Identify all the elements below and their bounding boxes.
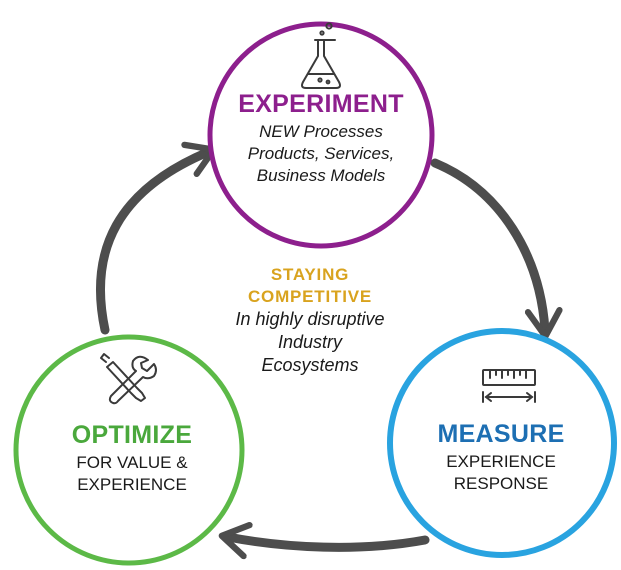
experiment-text-block: EXPERIMENT NEW Processes Products, Servi… (206, 90, 436, 187)
arrow-experiment-to-measure (430, 158, 563, 340)
optimize-line: FOR VALUE & (76, 453, 188, 472)
center-title-line: COMPETITIVE (247, 287, 373, 306)
experiment-circle (207, 21, 435, 249)
ruler-icon (482, 369, 536, 403)
measure-line: EXPERIENCE (446, 452, 556, 471)
experiment-title: EXPERIMENT (238, 90, 404, 118)
measure-line: RESPONSE (453, 474, 549, 493)
experiment-line: NEW Processes (259, 122, 383, 141)
center-title-line: STAYING (270, 265, 350, 284)
arrow-optimize-to-experiment (95, 141, 217, 335)
center-line: In highly disruptive (235, 309, 385, 329)
measure-circle (387, 328, 617, 558)
arrow-measure-to-optimize (218, 521, 430, 560)
optimize-circle (13, 334, 245, 566)
measure-text-block: MEASURE EXPERIENCE RESPONSE (392, 420, 610, 495)
center-text-block: STAYING COMPETITIVE In highly disruptive… (180, 264, 440, 377)
optimize-text-block: OPTIMIZE FOR VALUE & EXPERIENCE (28, 421, 236, 496)
measure-title: MEASURE (437, 420, 565, 448)
optimize-line: EXPERIENCE (77, 475, 187, 494)
center-line: Industry (277, 332, 343, 352)
experiment-line: Products, Services, (247, 144, 395, 163)
tools-icon (100, 353, 157, 405)
center-line: Ecosystems (261, 355, 359, 375)
flask-icon (301, 22, 341, 89)
optimize-title: OPTIMIZE (71, 421, 193, 449)
experiment-line: Business Models (256, 166, 386, 185)
